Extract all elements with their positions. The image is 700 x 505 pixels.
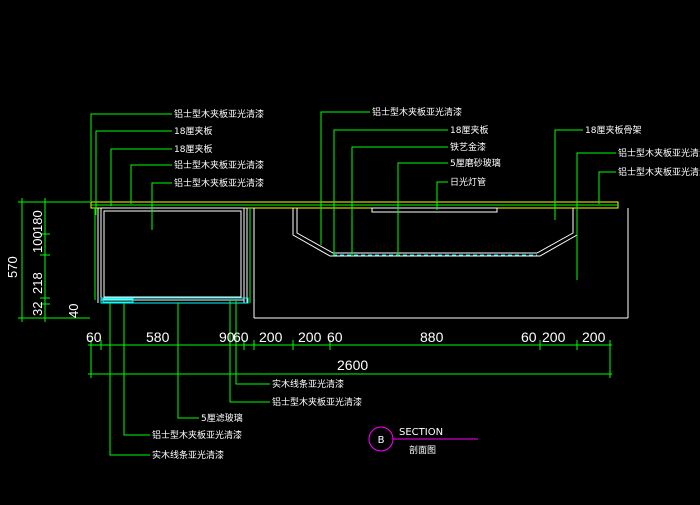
vertical-dimension-text: 570 180 100 218 32 40 [5,210,81,318]
left-cabinet-box [100,207,245,301]
label-tm-1: 18厘夹板 [450,124,488,136]
label-tl-0: 铝士型木夹板亚光清漆 [174,108,264,120]
glass-strip-left [102,298,134,303]
leader-lines [90,111,616,456]
section-tag: B SECTION 剖面图 [368,426,478,456]
dim-v-3: 218 [30,272,45,294]
cabinet-structure [90,201,629,319]
label-tl-2: 18厘夹板 [174,143,212,155]
light-box [292,208,578,257]
label-tl-1: 18厘夹板 [174,125,212,137]
label-tm-0: 铝士型木夹板亚光清漆 [372,106,462,118]
fluorescent-tube [371,207,498,213]
label-tr-0: 18厘夹板骨架 [585,124,641,136]
dim-v-2: 100 [30,231,45,253]
dim-v-4: 32 [30,302,45,316]
label-tm-3: 5厘磨砂玻璃 [450,157,501,169]
dim-h-9: 200 [542,329,566,345]
label-b-2: 5厘滤玻璃 [201,412,243,424]
horizontal-dimension-text: 60 580 90 60 200 200 60 880 60 200 200 2… [86,329,606,373]
dim-h-0: 60 [86,329,102,345]
vertical-dimensions [18,198,90,322]
label-tl-4: 铝士型木夹板亚光清漆 [174,177,264,189]
horizontal-dimensions [88,340,612,378]
label-b-3: 铝士型木夹板亚光清漆 [152,429,242,441]
label-b-4: 实木线条亚光清漆 [152,449,224,461]
section-letter: B [378,435,385,446]
dim-h-10: 200 [582,329,606,345]
dim-h-4: 200 [259,329,283,345]
label-tm-2: 铁艺金漆 [450,141,486,153]
dim-h-1: 580 [146,329,170,345]
light-box-inner [296,208,574,254]
dim-v-5: 40 [66,304,81,318]
dim-total: 2600 [337,357,368,373]
dim-h-2: 90 [219,329,235,345]
left-cabinet-inner [103,210,242,298]
dim-h-3: 60 [233,329,249,345]
dim-h-7: 880 [420,329,444,345]
dim-h-5: 200 [298,329,322,345]
label-tl-3: 铝士型木夹板亚光清漆 [174,159,264,171]
section-subtitle: 剖面图 [409,444,436,456]
label-b-1: 铝士型木夹板亚光清漆 [272,396,362,408]
annotation-labels: 铝士型木夹板亚光清漆 18厘夹板 18厘夹板 铝士型木夹板亚光清漆 铝士型木夹板… [152,106,700,461]
dim-v-1: 180 [30,210,45,232]
dim-h-6: 60 [327,329,343,345]
label-tr-2: 铝士型木夹板亚光清漆 [618,166,700,178]
label-tm-4: 日光灯管 [450,176,486,188]
section-title: SECTION [399,427,443,438]
label-tr-1: 铝士型木夹板亚光清漆 [618,147,700,159]
glass-strip [100,297,249,304]
label-b-0: 实木线条亚光清漆 [272,378,344,390]
dim-h-8: 60 [521,329,537,345]
dim-v-0: 570 [5,256,20,278]
